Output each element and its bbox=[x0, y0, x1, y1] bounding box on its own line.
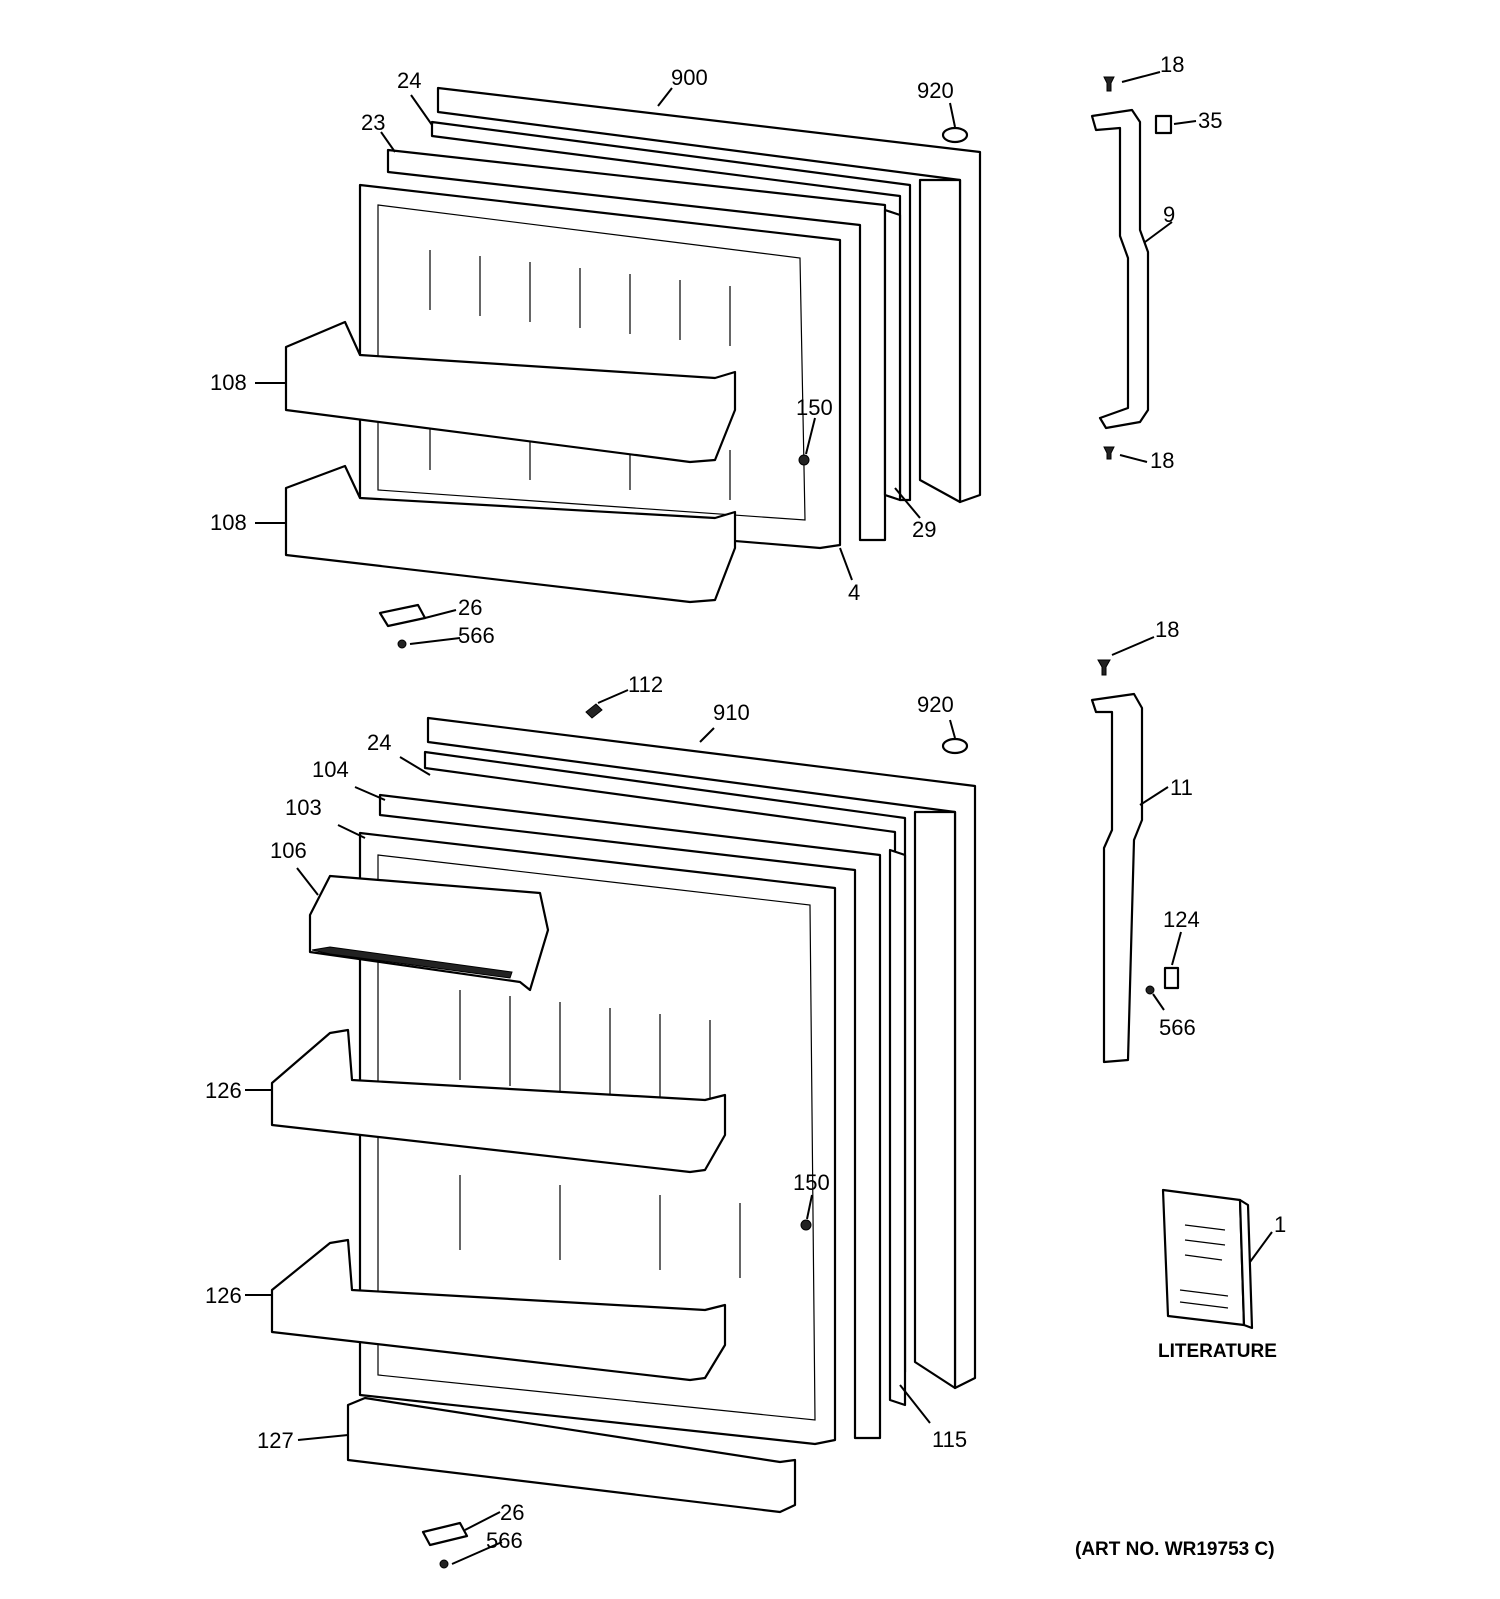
callout-1: 1 bbox=[1274, 1212, 1286, 1237]
callout-127: 127 bbox=[257, 1428, 294, 1453]
callout-26-bottom: 26 bbox=[500, 1500, 524, 1525]
freezer-breaker-strip bbox=[883, 208, 902, 502]
fresh-food-hinge-screw bbox=[439, 1559, 449, 1569]
fresh-food-handle-screw-top bbox=[1097, 659, 1111, 676]
fresh-food-liner-recess bbox=[377, 854, 816, 1421]
literature-booklet bbox=[1161, 1188, 1273, 1330]
callout-900: 900 bbox=[671, 65, 708, 90]
callout-126-lower: 126 bbox=[205, 1283, 242, 1308]
literature-caption: LITERATURE bbox=[1158, 1341, 1277, 1362]
callout-4: 4 bbox=[848, 580, 860, 605]
callout-566-handle: 566 bbox=[1159, 1015, 1196, 1040]
callout-920-bottom: 920 bbox=[917, 692, 954, 717]
callout-9: 9 bbox=[1163, 202, 1175, 227]
fresh-food-outer-door-side bbox=[913, 810, 957, 1390]
freezer-outer-door-side bbox=[918, 178, 962, 504]
freezer-leader-lines bbox=[255, 87, 956, 645]
callout-150-top: 150 bbox=[796, 395, 833, 420]
freezer-shelf-screw bbox=[798, 454, 810, 466]
fresh-food-bottom-bin bbox=[346, 1396, 797, 1514]
freezer-handle-screw-top bbox=[1103, 76, 1115, 92]
freezer-handle-assembly bbox=[1090, 71, 1197, 463]
freezer-handle-end-cap bbox=[1154, 114, 1173, 135]
fresh-food-breaker-strip bbox=[888, 848, 907, 1407]
callout-23: 23 bbox=[361, 110, 385, 135]
callout-24-top: 24 bbox=[397, 68, 421, 93]
callout-labels: 24 900 920 23 108 108 150 29 4 26 566 18… bbox=[205, 52, 1286, 1560]
handle-nameplate bbox=[1163, 966, 1180, 990]
fresh-food-door-stop-screw bbox=[585, 703, 603, 719]
callout-18-a: 18 bbox=[1160, 52, 1184, 77]
callout-106: 106 bbox=[270, 838, 307, 863]
callout-35: 35 bbox=[1198, 108, 1222, 133]
fresh-food-liner-ribs bbox=[459, 990, 741, 1278]
fresh-food-liner-frame bbox=[378, 793, 882, 1440]
dairy-compartment-door bbox=[308, 874, 550, 992]
callout-26-top: 26 bbox=[458, 595, 482, 620]
callout-11: 11 bbox=[1170, 775, 1193, 800]
freezer-handle bbox=[1090, 108, 1150, 430]
callout-104: 104 bbox=[312, 757, 349, 782]
callout-24-bottom: 24 bbox=[367, 730, 391, 755]
freezer-handle-screw-bottom bbox=[1103, 446, 1115, 460]
callout-108-upper: 108 bbox=[210, 370, 247, 395]
literature-booklet-spine bbox=[1238, 1198, 1254, 1330]
callout-910: 910 bbox=[713, 700, 750, 725]
callout-18-b: 18 bbox=[1150, 448, 1174, 473]
callout-29: 29 bbox=[912, 517, 936, 542]
callout-124: 124 bbox=[1163, 907, 1200, 932]
callout-920-top: 920 bbox=[917, 78, 954, 103]
handle-nameplate-screw bbox=[1145, 985, 1155, 995]
freezer-hinge-screw bbox=[397, 639, 407, 649]
fresh-food-door-assembly bbox=[270, 703, 977, 1569]
fresh-food-handle-assembly bbox=[1090, 636, 1182, 1064]
fresh-food-handle bbox=[1090, 692, 1144, 1064]
fresh-food-hinge-bracket bbox=[421, 1521, 469, 1547]
fresh-food-door-shelf-lower bbox=[270, 1238, 727, 1382]
dairy-door-hinge-strip bbox=[311, 946, 513, 979]
callout-115: 115 bbox=[932, 1427, 967, 1452]
callout-108-lower: 108 bbox=[210, 510, 247, 535]
callout-18-c: 18 bbox=[1155, 617, 1179, 642]
fresh-food-door-shelf-upper bbox=[270, 1028, 727, 1174]
callout-103: 103 bbox=[285, 795, 322, 820]
freezer-liner-frame bbox=[386, 148, 887, 542]
fresh-food-shelf-screw bbox=[800, 1219, 812, 1231]
callout-150-bottom: 150 bbox=[793, 1170, 830, 1195]
freezer-hinge-bracket bbox=[378, 603, 427, 628]
fresh-food-hinge-plug bbox=[941, 737, 969, 755]
fresh-food-leader-lines bbox=[245, 689, 956, 1565]
freezer-door-assembly bbox=[284, 86, 982, 649]
freezer-door-shelf-upper bbox=[284, 320, 737, 464]
callout-112: 112 bbox=[628, 672, 663, 697]
callout-566-top: 566 bbox=[458, 623, 495, 648]
callout-126-upper: 126 bbox=[205, 1078, 242, 1103]
freezer-hinge-plug bbox=[941, 126, 969, 144]
callout-566-bottom: 566 bbox=[486, 1528, 523, 1553]
art-number-caption: (ART NO. WR19753 C) bbox=[1075, 1539, 1275, 1560]
freezer-door-shelf-lower bbox=[284, 464, 737, 604]
